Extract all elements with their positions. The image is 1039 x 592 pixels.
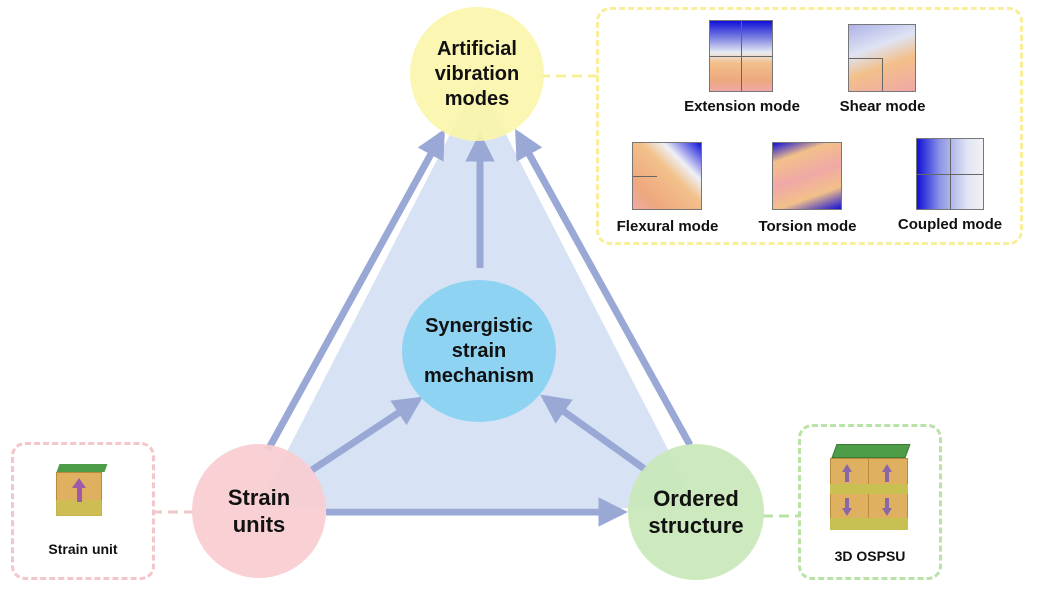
node-strain-units: Strain units [192, 444, 326, 578]
arrow-right-to-top [514, 128, 694, 447]
arrow-down-icon [842, 508, 852, 516]
coupled-mode-label: Coupled mode [897, 216, 1003, 233]
node-label: Artificial vibration modes [434, 37, 520, 110]
node-label: Strain units [227, 484, 291, 538]
coupled-mode-image [916, 138, 984, 210]
strain-unit-panel [11, 442, 155, 580]
arrow-up-icon [842, 464, 852, 472]
node-label: Ordered structure [648, 485, 744, 539]
flexural-mode-label: Flexural mode [616, 218, 719, 235]
node-label: Synergistic strain mechanism [423, 314, 535, 387]
arrow-down-icon [882, 508, 892, 516]
shear-mode-label: Shear mode [839, 98, 926, 115]
vibration-modes-panel [596, 7, 1023, 245]
node-artificial-vibration-modes: Artificial vibration modes [410, 7, 544, 141]
ospsu-label: 3D OSPSU [834, 548, 906, 564]
strain-unit-label: Strain unit [48, 541, 118, 557]
flexural-mode-image [632, 142, 702, 210]
node-ordered-structure: Ordered structure [628, 444, 764, 580]
torsion-mode-label: Torsion mode [758, 218, 857, 235]
arrow-right-to-center [540, 394, 649, 473]
arrow-left-to-center [310, 396, 423, 473]
arrow-left-to-top [264, 128, 446, 452]
extension-mode-image [709, 20, 773, 92]
strain-unit-cube-icon [56, 464, 108, 518]
arrow-up-icon [72, 478, 86, 488]
torsion-mode-image [772, 142, 842, 210]
node-synergistic-strain-mechanism: Synergistic strain mechanism [402, 280, 556, 422]
ospsu-panel [798, 424, 942, 580]
extension-mode-label: Extension mode [684, 98, 800, 115]
shear-mode-image [848, 24, 916, 92]
arrow-up-icon [882, 464, 892, 472]
ospsu-cube-icon [830, 444, 912, 532]
